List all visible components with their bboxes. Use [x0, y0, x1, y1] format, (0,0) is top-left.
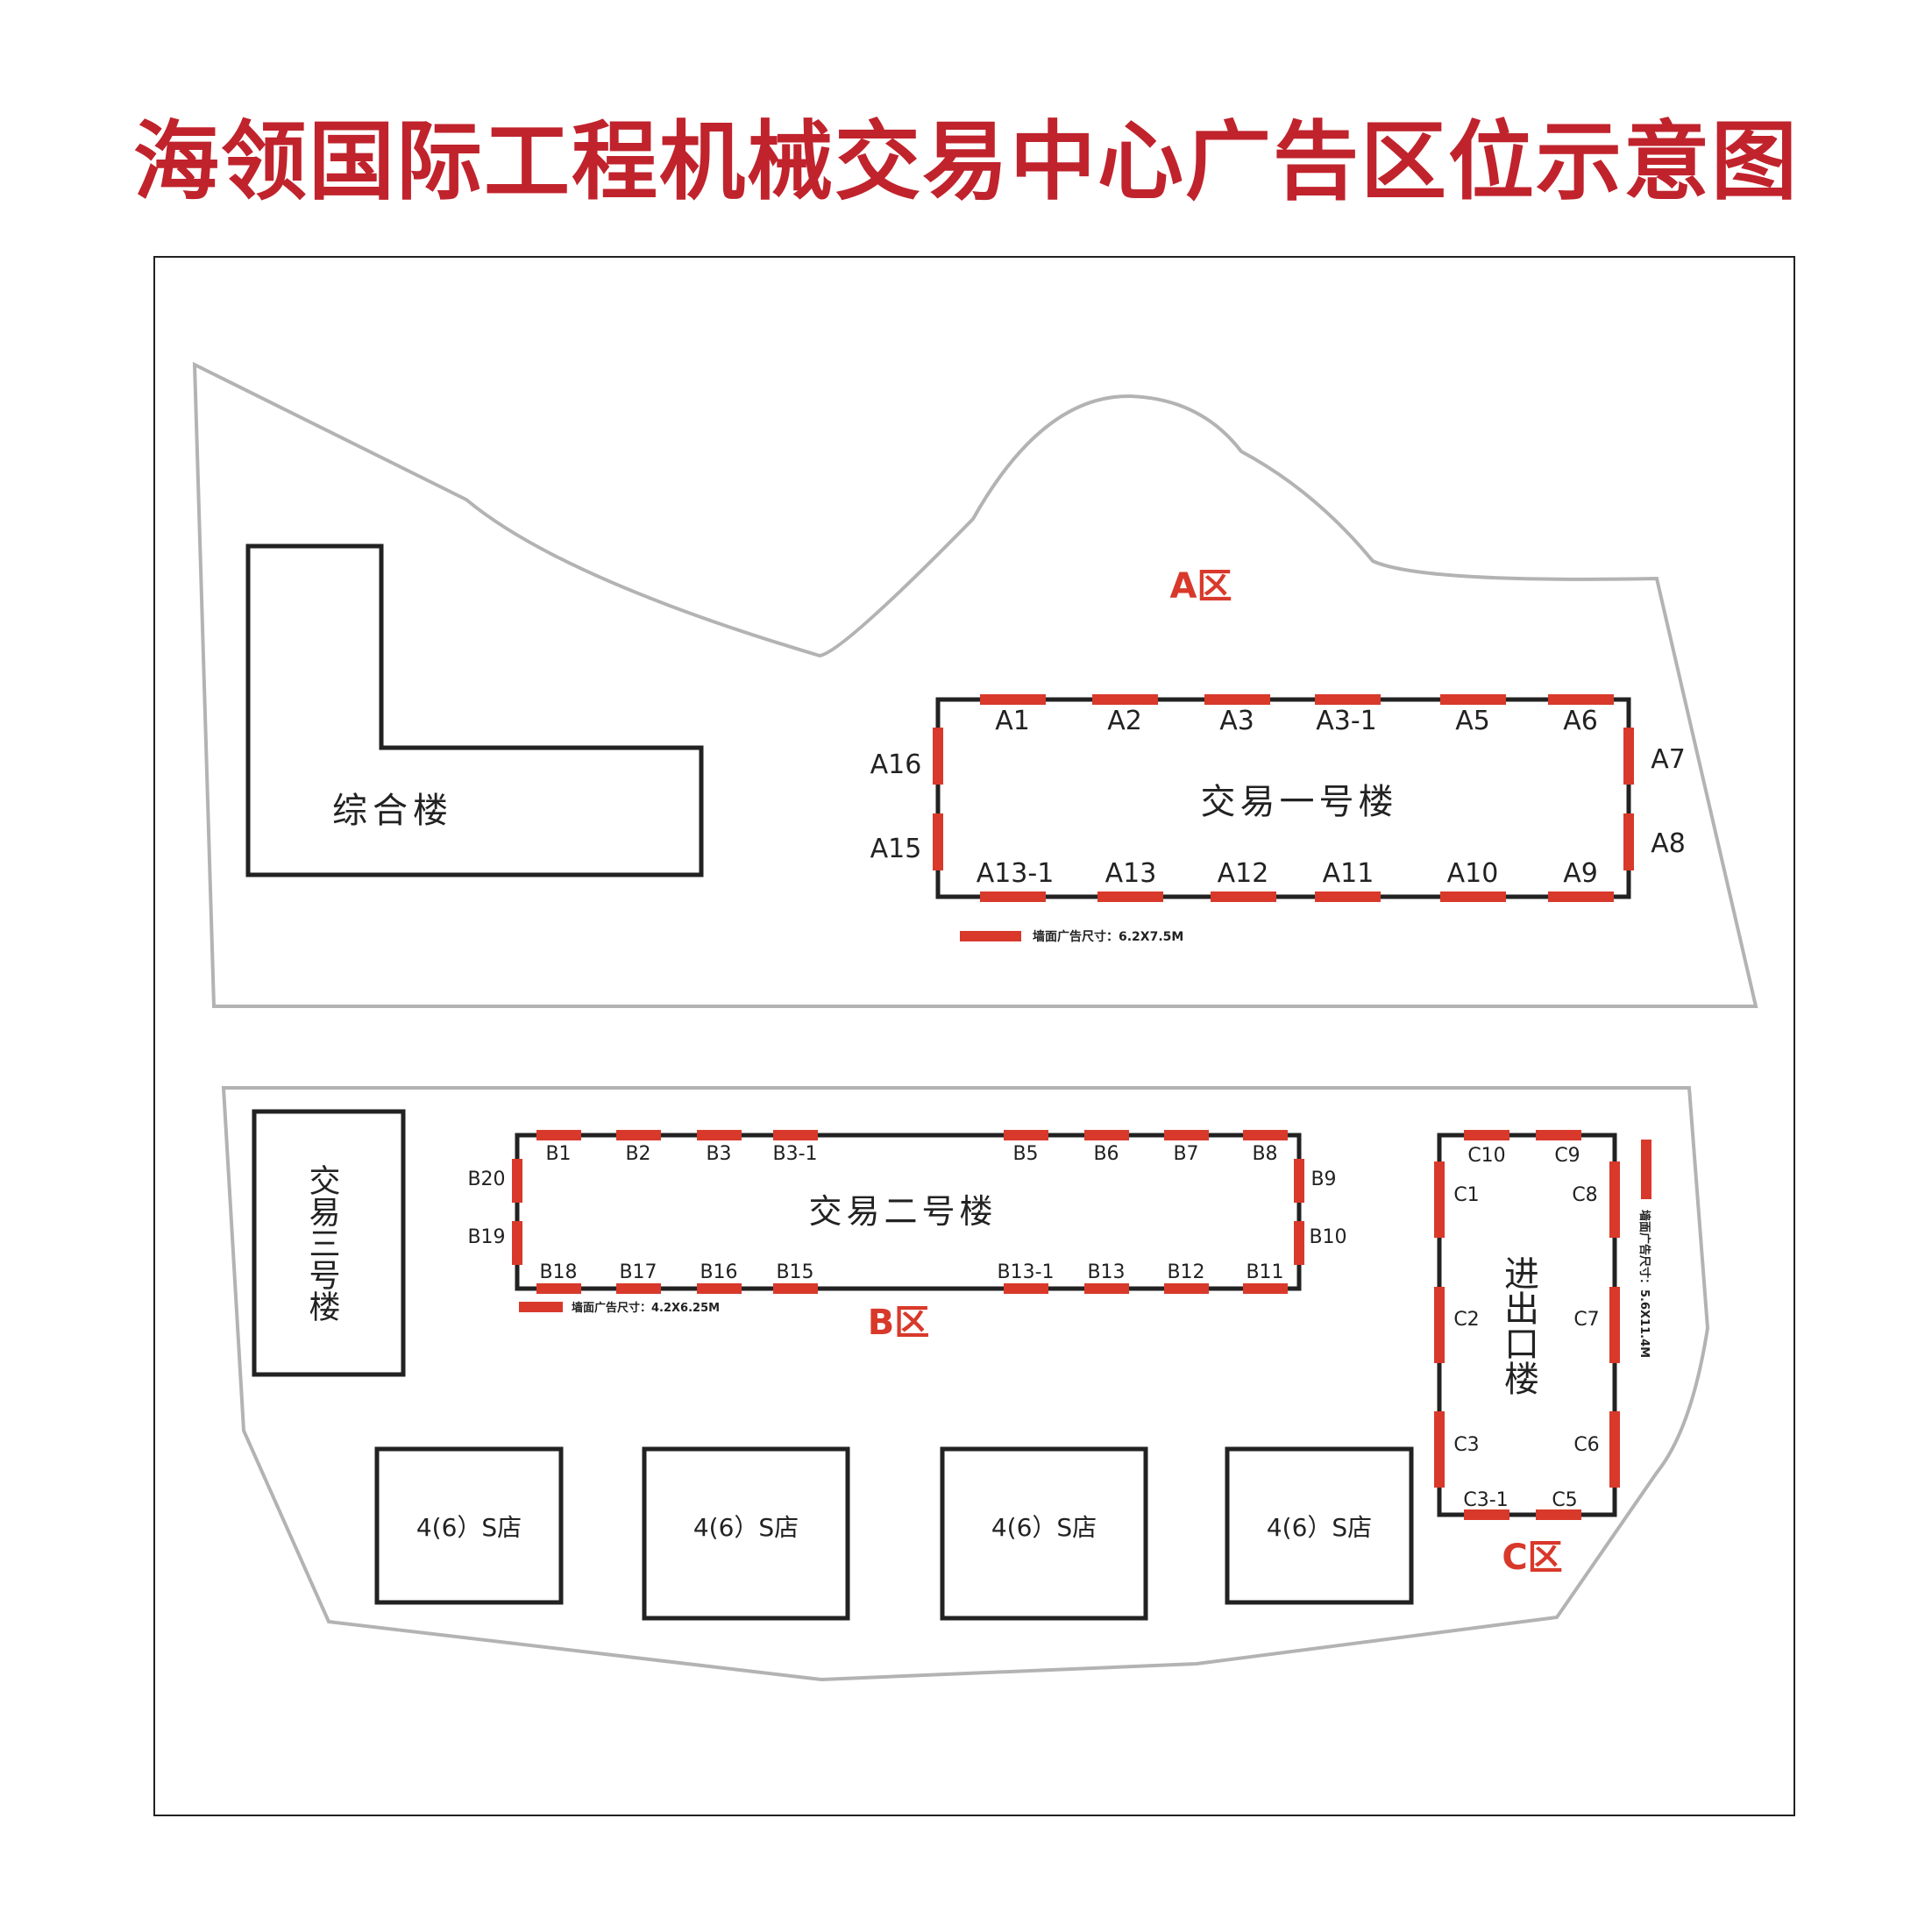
ad-label: C6: [1573, 1434, 1599, 1456]
building-zonghe-label: 综合楼: [332, 791, 453, 831]
ad-label: B13: [1087, 1261, 1125, 1283]
ad-label: B1: [545, 1143, 571, 1165]
building-trade-1: [935, 697, 1631, 899]
site-boundary-south: [221, 1086, 1710, 1682]
ad-label: A10: [1447, 858, 1499, 889]
building-trade-3: [252, 1109, 406, 1377]
ad-label: C1: [1453, 1184, 1479, 1206]
ad-label: A12: [1218, 858, 1269, 889]
ad-label: A5: [1455, 706, 1490, 736]
ad-label: B5: [1012, 1143, 1038, 1165]
zone-a-label: A区: [1170, 566, 1232, 607]
ad-strips-b: [512, 1130, 1304, 1294]
shop-1: [374, 1446, 564, 1605]
ad-label: B17: [619, 1261, 657, 1283]
ad-label: A16: [870, 749, 922, 780]
building-trade-2-label: 交易二号楼: [808, 1192, 997, 1231]
shop-3: [940, 1446, 1148, 1621]
ad-label: C7: [1573, 1309, 1599, 1331]
ad-label: C9: [1554, 1145, 1580, 1167]
shop-4: [1225, 1446, 1414, 1605]
ad-label: C3-1: [1463, 1489, 1508, 1511]
ad-label: A13: [1105, 858, 1157, 889]
ad-label: C2: [1453, 1309, 1479, 1331]
ad-strips-a: [933, 694, 1634, 902]
ad-label: A1: [995, 706, 1030, 736]
building-import-export-label: 进出口楼: [1498, 1255, 1538, 1396]
zone-c-label: C区: [1502, 1538, 1562, 1578]
ad-label: B3: [706, 1143, 731, 1165]
ad-labels-a: A1 A2 A3 A3-1 A5 A6 A7 A8 A9 A10 A11 A12…: [870, 706, 1686, 889]
ad-label: B20: [467, 1168, 505, 1190]
building-trade-3-label: 交易三号楼: [304, 1164, 340, 1322]
ad-label: A8: [1651, 828, 1686, 859]
ad-label: B19: [467, 1226, 505, 1248]
shop-1-label: 4(6）S店: [416, 1513, 522, 1542]
zone-b-label: B区: [868, 1303, 930, 1343]
shop-3-label: 4(6）S店: [991, 1513, 1097, 1542]
ad-labels-b: B1 B2 B3 B3-1 B5 B6 B7 B8 B9 B10 B11 B12…: [467, 1143, 1346, 1283]
ad-label: C5: [1552, 1489, 1577, 1511]
ad-label: A6: [1563, 706, 1598, 736]
ad-label: B12: [1167, 1261, 1204, 1283]
ad-label: B10: [1309, 1226, 1346, 1248]
ad-label: A2: [1107, 706, 1142, 736]
ad-label: B7: [1173, 1143, 1198, 1165]
building-trade-2: [515, 1133, 1302, 1291]
ad-label: B11: [1246, 1261, 1283, 1283]
ad-label: B16: [700, 1261, 737, 1283]
ad-label: A11: [1323, 858, 1374, 889]
shop-2: [642, 1446, 850, 1621]
ad-label: B13-1: [997, 1261, 1054, 1283]
ad-strips-c: [1434, 1130, 1620, 1520]
ad-label: A9: [1563, 858, 1598, 889]
ad-label: C10: [1467, 1145, 1505, 1167]
plan-frame: [153, 256, 1795, 1816]
ad-label: B6: [1093, 1143, 1119, 1165]
ad-label: B15: [776, 1261, 813, 1283]
shops: 4(6）S店 4(6）S店 4(6）S店 4(6）S店: [374, 1446, 1414, 1621]
ad-label: B3-1: [772, 1143, 817, 1165]
shop-2-label: 4(6）S店: [693, 1513, 799, 1542]
ad-label: B8: [1252, 1143, 1277, 1165]
legend-a: 墙面广告尺寸：6.2X7.5M: [1033, 929, 1183, 944]
building-trade-1-label: 交易一号楼: [1201, 782, 1398, 822]
legend-b: 墙面广告尺寸：4.2X6.25M: [572, 1301, 720, 1315]
page-title: 海领国际工程机械交易中心广告区位示意图: [132, 112, 1799, 212]
ad-label: C8: [1572, 1184, 1597, 1206]
legend-c: 墙面广告尺寸：5.6X11.4M: [1637, 1210, 1651, 1358]
ad-label: B2: [625, 1143, 650, 1165]
ad-label: A15: [870, 834, 922, 864]
shop-4-label: 4(6）S店: [1267, 1513, 1372, 1542]
ad-label: B9: [1310, 1168, 1336, 1190]
building-zonghe: [245, 543, 704, 877]
ad-label: C3: [1453, 1434, 1479, 1456]
ad-label: A13-1: [977, 858, 1055, 889]
ad-label: A3: [1219, 706, 1254, 736]
ad-label: A7: [1651, 744, 1686, 775]
ad-label: B18: [539, 1261, 577, 1283]
ad-label: A3-1: [1316, 706, 1377, 736]
ad-labels-c: C1 C2 C3 C3-1 C5 C6 C7 C8 C9 C10: [1453, 1145, 1599, 1511]
site-boundary-north: [192, 361, 1758, 1008]
